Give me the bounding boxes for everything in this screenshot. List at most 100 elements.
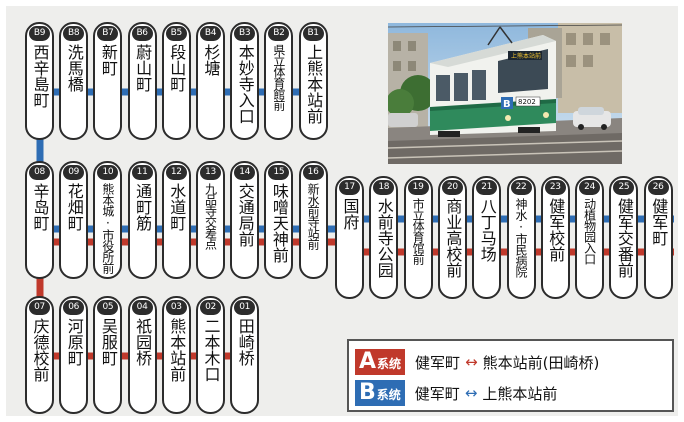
system-a-label: 系统: [377, 357, 402, 371]
station-08: 08 辛岛町: [25, 161, 54, 279]
station-code: 17: [339, 180, 360, 195]
station-code: B2: [268, 26, 290, 41]
station-name: 交通局前: [235, 183, 255, 247]
tram-destination-sign: 上熊本站前: [511, 52, 541, 60]
station-code: 25: [613, 180, 635, 195]
station-01: 01 田崎桥: [230, 296, 260, 414]
station-06: 06 河原町: [59, 296, 89, 414]
station-name: 九品寺交差点: [203, 183, 218, 249]
system-b-to: 上熊本站前: [482, 384, 558, 403]
station-code: B3: [234, 26, 256, 41]
station-code: B6: [131, 26, 153, 41]
station-code: 15: [268, 165, 290, 180]
station-code: B8: [63, 26, 85, 41]
system-a-to: 熊本站前(田崎桥): [482, 353, 600, 372]
station-b4: B4 杉塘: [196, 22, 225, 140]
station-code: 18: [373, 180, 395, 195]
station-name: 二本木口: [201, 318, 221, 382]
station-name: 熊本城·市役所前: [100, 183, 115, 273]
station-code: 13: [200, 165, 221, 180]
arrow-icon: ↔: [464, 384, 478, 402]
station-name: 水道町: [167, 183, 187, 231]
tram-number: 8202: [518, 98, 536, 106]
station-02: 02 二本木口: [196, 296, 225, 414]
station-name: 西辛島町: [30, 44, 50, 108]
system-b-badge: B 系统: [355, 380, 405, 406]
station-name: 杉塘: [201, 44, 221, 76]
station-name: 段山町: [167, 44, 187, 92]
station-name: 神水·市民病院: [514, 198, 528, 277]
station-code: 02: [200, 300, 221, 315]
station-code: 22: [510, 180, 532, 195]
station-name: 祇园桥: [133, 318, 153, 366]
station-name: 熊本站前: [167, 318, 187, 382]
station-name: 新水前寺站前: [306, 183, 321, 249]
station-name: 健军交番前: [614, 198, 634, 278]
station-05: 05 吴服町: [93, 296, 123, 414]
system-a-from: 健军町: [415, 353, 461, 372]
station-name: 新町: [98, 44, 118, 76]
legend-row-a: A 系统 健军町 ↔ 熊本站前(田崎桥): [355, 349, 599, 375]
station-name: 健军町: [649, 198, 669, 246]
station-code: 03: [165, 300, 187, 315]
station-code: 05: [97, 300, 119, 315]
system-b-label: 系统: [376, 388, 401, 402]
station-name: 辛岛町: [30, 183, 50, 231]
station-name: 庆德校前: [30, 318, 50, 382]
station-name: 健军校前: [546, 198, 566, 262]
tram-route-badge: B: [503, 99, 511, 110]
station-code: B7: [97, 26, 119, 41]
station-name: 八丁马场: [477, 198, 497, 262]
station-name: 市立体育馆前: [411, 198, 426, 264]
station-name: 水前寺公园: [374, 198, 394, 278]
station-name: 吴服町: [98, 318, 118, 366]
station-code: 06: [63, 300, 85, 315]
station-b7: B7 新町: [93, 22, 123, 140]
station-name: 河原町: [64, 318, 84, 366]
station-code: 08: [29, 165, 50, 180]
station-21: 21 八丁马场: [472, 176, 502, 299]
station-code: 21: [476, 180, 498, 195]
station-code: 07: [29, 300, 50, 315]
station-name: 蔚山町: [133, 44, 153, 92]
station-name: 本妙寺入口: [235, 44, 255, 124]
station-03: 03 熊本站前: [161, 296, 191, 414]
station-code: B5: [165, 26, 187, 41]
station-code: B9: [29, 26, 50, 41]
arrow-icon: ↔: [465, 353, 478, 371]
tram-photo: 上熊本站前 B 8202: [388, 23, 622, 164]
station-15: 15 味噌天神前: [264, 161, 294, 279]
station-22: 22 神水·市民病院: [506, 176, 536, 299]
legend-box: A 系统 健军町 ↔ 熊本站前(田崎桥) B 系统 健军町 ↔ 上熊本站前: [347, 339, 674, 412]
station-name: 味噌天神前: [269, 183, 289, 263]
system-b-from: 健军町: [414, 384, 460, 403]
station-code: 01: [234, 300, 256, 315]
station-b9: B9 西辛島町: [25, 22, 54, 140]
station-code: B4: [200, 26, 221, 41]
station-name: 商业高校前: [443, 198, 463, 278]
legend-row-b: B 系统 健军町 ↔ 上熊本站前: [355, 380, 557, 406]
station-25: 25 健军交番前: [609, 176, 639, 299]
system-b-letter: B: [359, 380, 376, 405]
station-code: 23: [544, 180, 566, 195]
station-18: 18 水前寺公园: [369, 176, 399, 299]
station-b3: B3 本妙寺入口: [230, 22, 260, 140]
station-b6: B6 蔚山町: [127, 22, 157, 140]
station-name: 上熊本站前: [304, 44, 324, 124]
station-code: 09: [63, 165, 85, 180]
station-07: 07 庆德校前: [25, 296, 54, 414]
station-name: 田崎桥: [235, 318, 255, 366]
